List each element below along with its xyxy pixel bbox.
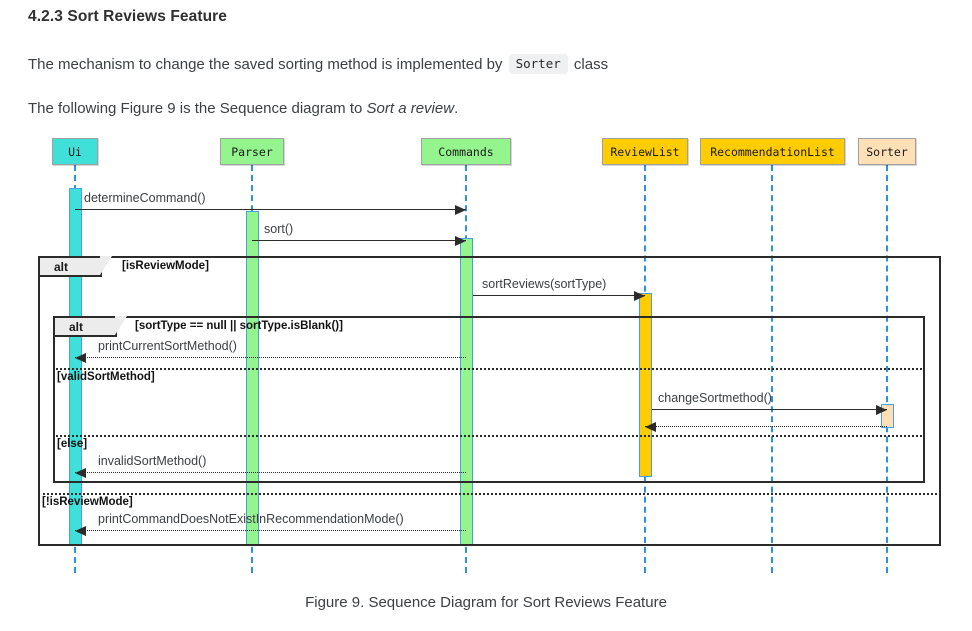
sequence-diagram: Ui Parser Commands ReviewList Recommendation…	[0, 138, 972, 578]
participant-label: Parser	[231, 144, 273, 159]
participant-label: ReviewList	[610, 144, 680, 159]
message-arrowhead-invalidsortmethod	[75, 468, 86, 478]
fragment-guard-1: [sortType == null || sortType.isBlank()]	[135, 320, 343, 332]
paragraph-figure-italic: Sort a review	[366, 100, 455, 117]
paragraph-figure-text-after: .	[454, 100, 459, 117]
message-arrowhead-printcurrentsortmethod	[75, 353, 86, 363]
message-label-printcommanddoesnotexistinrecommendationmode: printCommandDoesNotExistInRecommendation…	[98, 512, 404, 526]
participant-parser[interactable]: Parser	[220, 138, 284, 165]
message-arrowhead-sort	[455, 236, 466, 246]
participant-label: Commands	[438, 144, 494, 159]
message-label-sortreviews-sorttype: sortReviews(sortType)	[482, 277, 607, 291]
fragment-divider-guard-2: [!isReviewMode]	[42, 496, 133, 508]
fragment-divider-1	[53, 435, 925, 437]
message-arrowhead-printcommanddoesnotexistinrecommendationmode	[75, 526, 86, 536]
fragment-guard-0: [isReviewMode]	[122, 260, 209, 272]
fragment-divider-0	[53, 368, 925, 370]
message-line-invalidsortmethod	[75, 472, 466, 473]
participant-ui[interactable]: Ui	[52, 138, 98, 165]
paragraph-figure-text-before: The following Figure 9 is the Sequence d…	[28, 100, 363, 117]
message-line-sort	[252, 240, 466, 241]
message-label-sort: sort()	[264, 222, 294, 236]
participant-recommendationlist[interactable]: RecommendationList	[700, 138, 845, 165]
message-arrowhead-determinecommand	[455, 205, 466, 215]
fragment-alt-1	[53, 316, 925, 483]
participant-label: Ui	[68, 144, 82, 159]
message-line-printcommanddoesnotexistinrecommendationmode	[75, 530, 466, 531]
participant-commands[interactable]: Commands	[421, 138, 511, 165]
paragraph-mechanism: The mechanism to change the saved sortin…	[28, 54, 608, 74]
fragment-operator-label-0: alt	[40, 256, 112, 277]
participant-label: Sorter	[866, 144, 908, 159]
figure-caption: Figure 9. Sequence Diagram for Sort Revi…	[305, 594, 667, 611]
message-label-changesortmethod: changeSortmethod()	[658, 391, 772, 405]
fragment-divider-guard-1: [else]	[57, 438, 88, 450]
message-label-determinecommand: determineCommand()	[84, 191, 206, 205]
participant-reviewlist[interactable]: ReviewList	[602, 138, 688, 165]
paragraph-figure-intro: The following Figure 9 is the Sequence d…	[28, 100, 458, 117]
message-line-return	[645, 426, 887, 427]
fragment-alt-0	[38, 256, 941, 546]
message-label-invalidsortmethod: invalidSortMethod()	[98, 454, 207, 468]
message-label-printcurrentsortmethod: printCurrentSortMethod()	[98, 339, 237, 353]
section-heading: 4.2.3 Sort Reviews Feature	[28, 8, 228, 25]
sorter-code-chip: Sorter	[508, 54, 568, 74]
message-line-determinecommand	[75, 209, 466, 210]
message-line-printcurrentsortmethod	[75, 357, 466, 358]
message-arrowhead-sortreviews-sorttype	[634, 291, 645, 301]
participant-label: RecommendationList	[710, 144, 835, 159]
message-line-changesortmethod	[652, 409, 887, 410]
message-arrowhead-return	[645, 422, 656, 432]
paragraph-mechanism-text-after: class	[573, 56, 609, 73]
paragraph-mechanism-text-before: The mechanism to change the saved sortin…	[28, 56, 503, 73]
message-arrowhead-changesortmethod	[876, 405, 887, 415]
fragment-divider-guard-0: [validSortMethod]	[57, 371, 155, 383]
fragment-operator-label-1: alt	[55, 316, 127, 337]
message-line-sortreviews-sorttype	[473, 295, 645, 296]
participant-sorter[interactable]: Sorter	[858, 138, 916, 165]
fragment-divider-2	[38, 493, 941, 495]
